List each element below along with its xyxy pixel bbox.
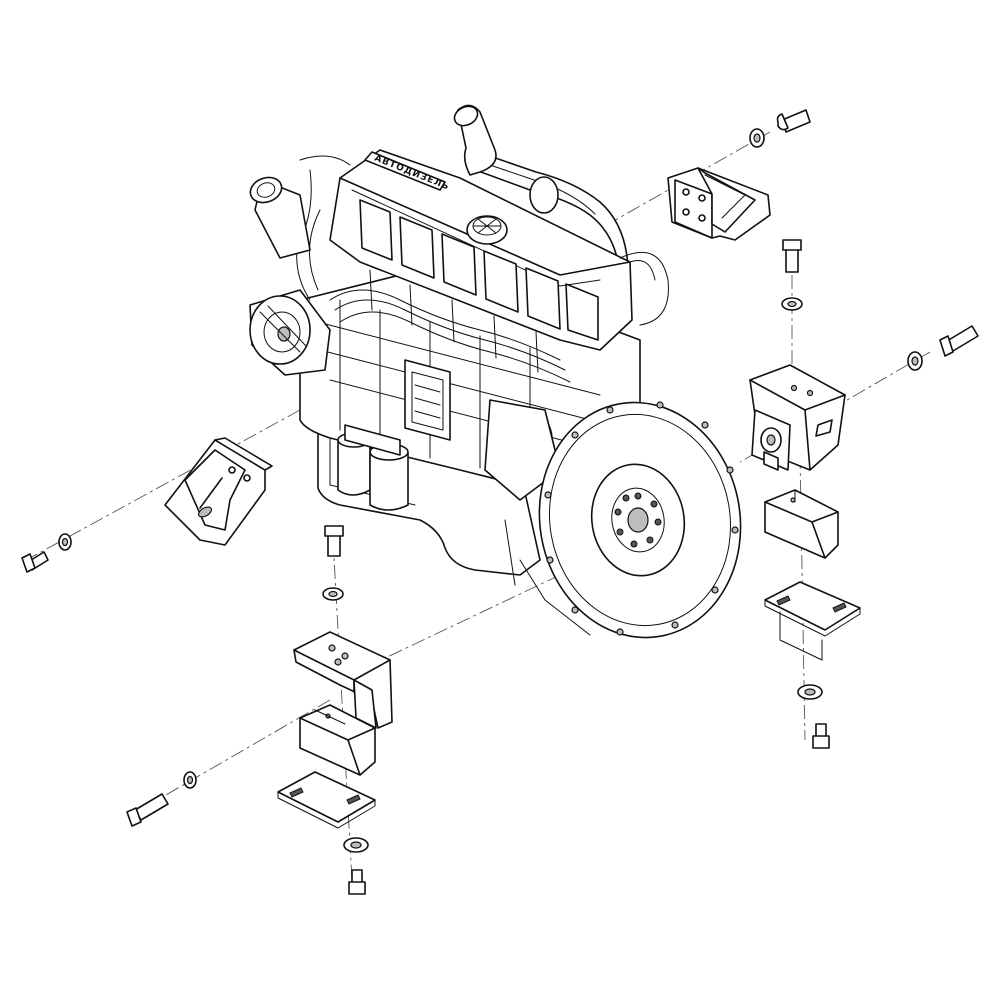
flywheel-bolts — [614, 492, 662, 548]
ecu-module — [404, 359, 451, 441]
right-engine-mount — [749, 364, 846, 471]
right-base-plate — [764, 581, 861, 661]
fuel-lines — [296, 209, 571, 383]
right-mount-side-washer — [907, 351, 923, 371]
front-mount-top-washer — [322, 587, 344, 601]
engine-assembly: АВТОДИЗЕЛЬ — [249, 104, 742, 639]
front-base-bolt — [348, 869, 366, 895]
front-base-plate — [277, 771, 376, 829]
right-rubber-pad — [764, 489, 839, 559]
upper-mount-bracket — [667, 167, 771, 241]
right-mount-top-bolt — [782, 239, 802, 273]
turbocharger — [249, 176, 311, 259]
left-bracket-bolt — [21, 551, 49, 573]
right-base-bolt — [812, 723, 830, 749]
right-mount-top-washer — [781, 297, 803, 311]
starter-motor — [484, 399, 561, 501]
upper-bracket-washer — [749, 128, 765, 148]
front-mount-bracket — [293, 631, 393, 729]
right-base-washer — [797, 684, 823, 700]
left-bracket-washer — [58, 533, 72, 551]
oil-filler-cap — [466, 215, 508, 245]
right-mount-side-bolt — [939, 325, 979, 357]
cylinder-heads — [359, 199, 599, 341]
upper-bracket-bolt — [776, 109, 811, 133]
front-mount-side-washer — [183, 771, 197, 789]
intake-flange — [529, 176, 559, 214]
front-rubber-pad — [299, 704, 376, 776]
front-base-washer — [343, 837, 369, 853]
front-mount-top-bolt — [324, 525, 344, 557]
alternator — [249, 289, 331, 376]
front-mount-side-bolt — [126, 793, 169, 827]
left-mount-bracket — [164, 437, 273, 546]
fuel-filters — [337, 424, 409, 511]
flywheel-housing — [504, 401, 742, 639]
